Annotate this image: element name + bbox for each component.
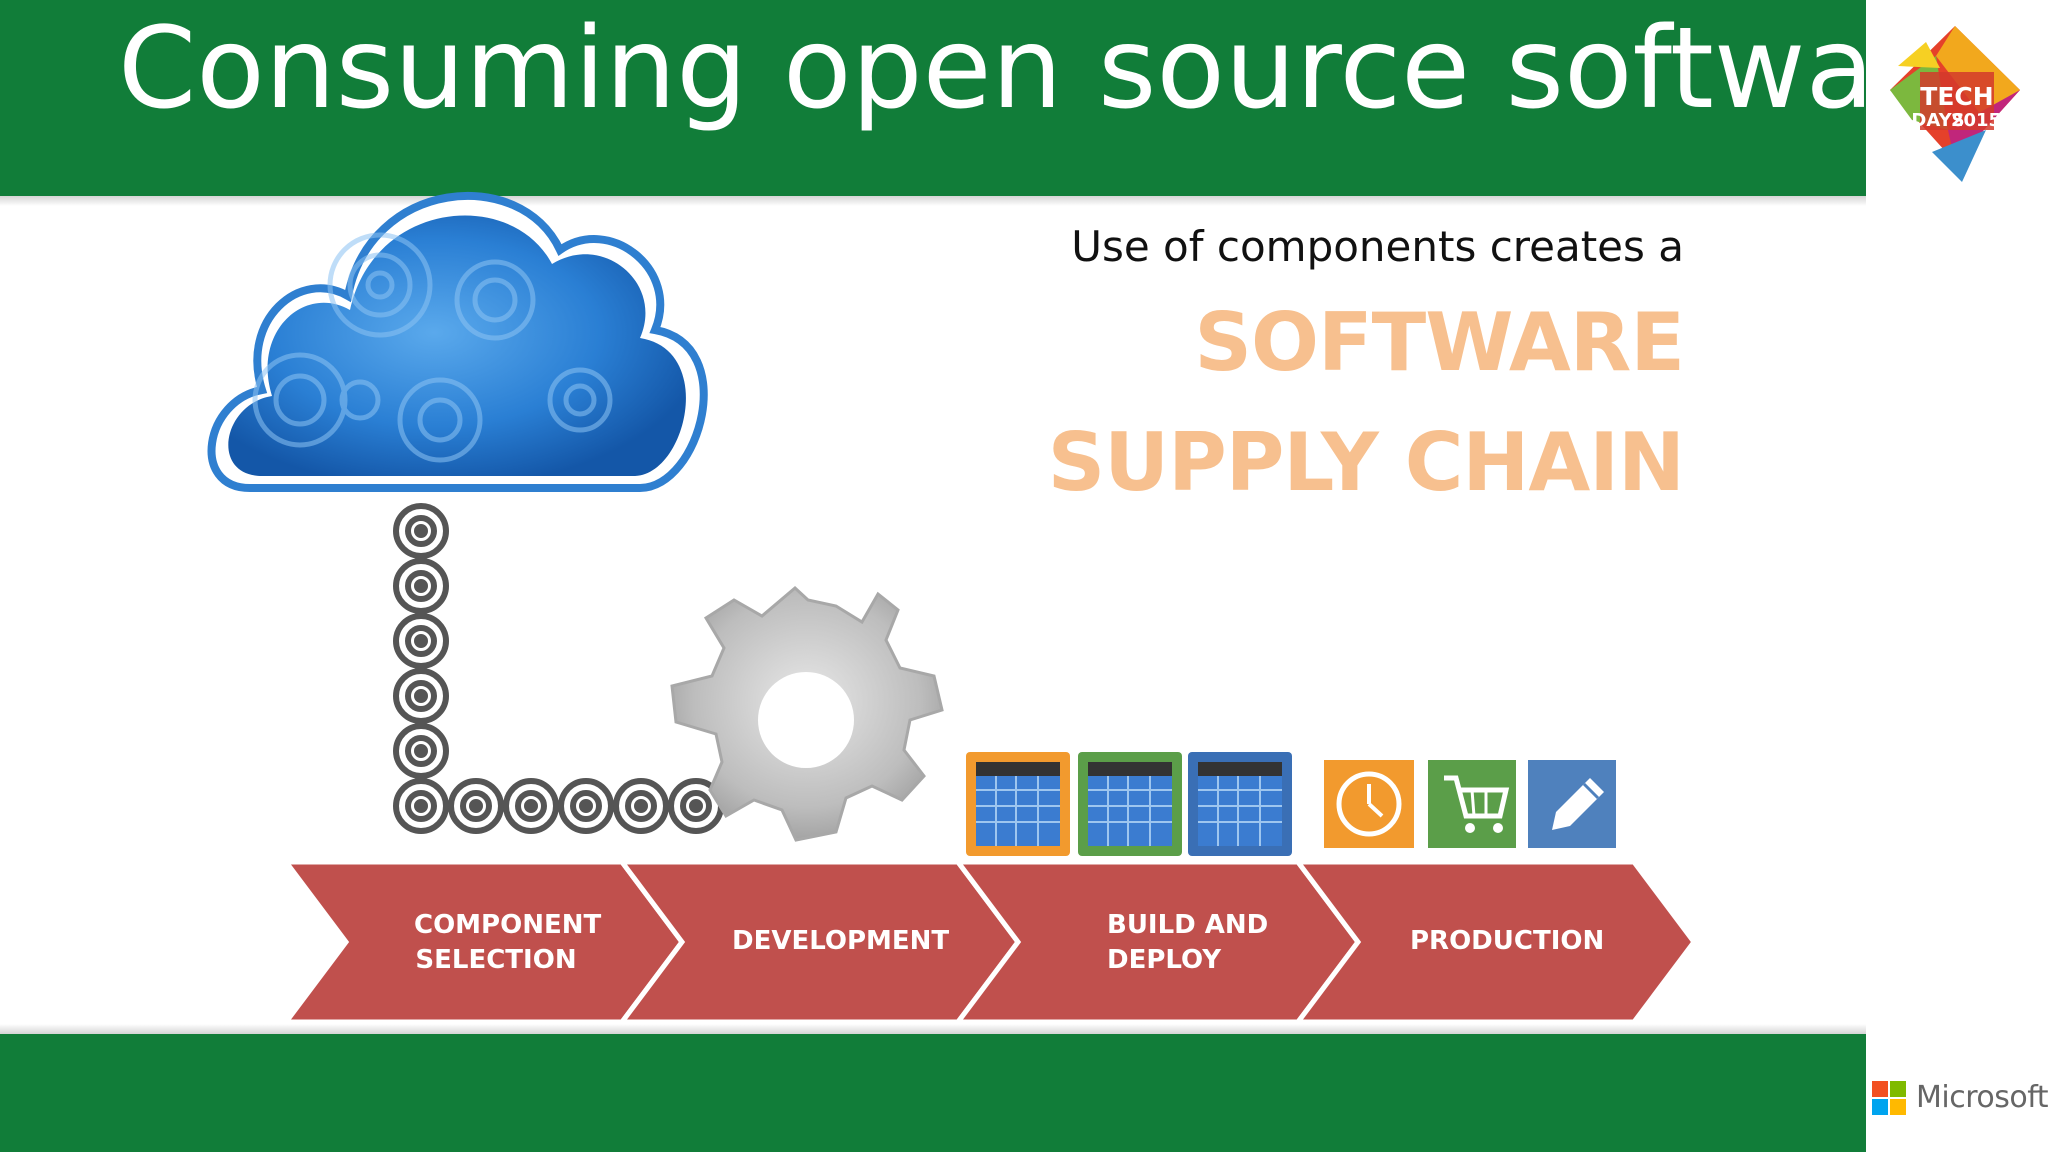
build-tiles [966, 752, 1292, 856]
stage-label-component-selection: COMPONENT SELECTION [414, 908, 602, 978]
stage-arrow-production [1293, 859, 1698, 1025]
chain-links [393, 503, 724, 834]
stage-label-build-deploy: BUILD AND DEPLOY [1107, 908, 1287, 978]
pencil-icon [1528, 760, 1616, 848]
headline-software: SOFTWARE [1194, 296, 1685, 389]
header-bar: Consuming open source software [0, 0, 1987, 196]
microsoft-wordmark: Microsoft [1916, 1080, 2048, 1115]
stage-label-line: COMPONENT [414, 910, 602, 940]
microsoft-windows-icon [1872, 1080, 1906, 1115]
stage-label-line: DEPLOY [1107, 945, 1222, 975]
gear-icon [670, 585, 944, 842]
header-shadow [0, 196, 1866, 206]
build-tile-orange [966, 752, 1070, 856]
stage-label-production: PRODUCTION [1410, 924, 1605, 959]
event-logo: TECH DAYS 2015 [1870, 12, 2040, 192]
footer-bar [0, 1034, 1866, 1152]
pipeline-arrows [281, 859, 1698, 1025]
cloud-icon [207, 192, 708, 492]
event-logo-tech: TECH [1920, 82, 1993, 111]
microsoft-logo: Microsoft [1872, 1080, 2048, 1115]
stage-label-line: PRODUCTION [1410, 926, 1605, 956]
stage-label-line: SELECTION [415, 945, 577, 975]
headline-supply-chain: SUPPLY CHAIN [1047, 416, 1685, 509]
stage-label-development: DEVELOPMENT [732, 924, 950, 959]
slide-title: Consuming open source software [118, 4, 1987, 134]
shopping-cart-icon [1428, 760, 1516, 848]
stage-label-line: BUILD AND [1107, 910, 1269, 940]
clock-icon [1324, 760, 1414, 848]
build-tile-green [1078, 752, 1182, 856]
supply-chain-intro: Use of components creates a [1071, 222, 1684, 271]
build-tile-blue [1188, 752, 1292, 856]
footer-shadow [0, 1024, 1866, 1034]
event-logo-year: 2015 [1951, 110, 2001, 131]
event-logo-days: DAYS [1911, 110, 1964, 131]
stage-label-line: DEVELOPMENT [732, 926, 950, 956]
